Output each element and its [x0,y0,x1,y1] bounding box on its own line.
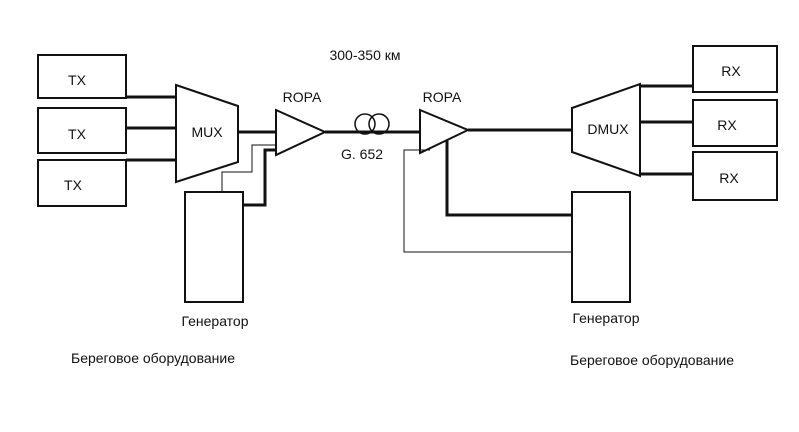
tx-box-1 [37,54,127,99]
generator-right-label: Генератор [572,310,639,326]
tx-box-3 [37,159,127,207]
mux-block [175,83,239,184]
generator-left-pump-line [243,148,276,207]
distance-label: 300-350 км [329,47,400,63]
tx-label-3: TX [64,177,83,193]
ropa-right-amplifier [419,108,471,155]
tx-label-1: TX [68,72,87,88]
generator-right-block [571,191,631,303]
generator-left-control-line [221,144,276,192]
shore-equipment-right-label: Береговое оборудование [570,352,734,368]
rx-box-2 [692,99,778,147]
rx-box-1 [692,45,778,93]
fiber-coil-left [354,113,376,135]
generator-left-label: Генератор [181,313,248,329]
rx-label-3: RX [719,170,739,186]
generator-right-pump-line [445,140,572,217]
mux-label: MUX [191,124,223,140]
tx-label-2: TX [68,126,87,142]
rx-label-2: RX [717,117,737,133]
ropa-right-label: ROPA [423,89,462,105]
tx-box-2 [37,107,127,154]
generator-left-block [184,191,244,303]
dmux-label: DMUX [587,121,629,137]
generator-right-control-line [403,149,572,253]
dmux-block [571,82,641,178]
fiber-coil-right [368,113,390,135]
fiber-type-label: G. 652 [341,146,383,162]
ropa-left-label: ROPA [283,89,322,105]
shore-equipment-left-label: Береговое оборудование [71,350,235,366]
rx-label-1: RX [721,63,741,79]
ropa-left-amplifier [275,108,328,157]
rx-box-3 [692,151,778,201]
